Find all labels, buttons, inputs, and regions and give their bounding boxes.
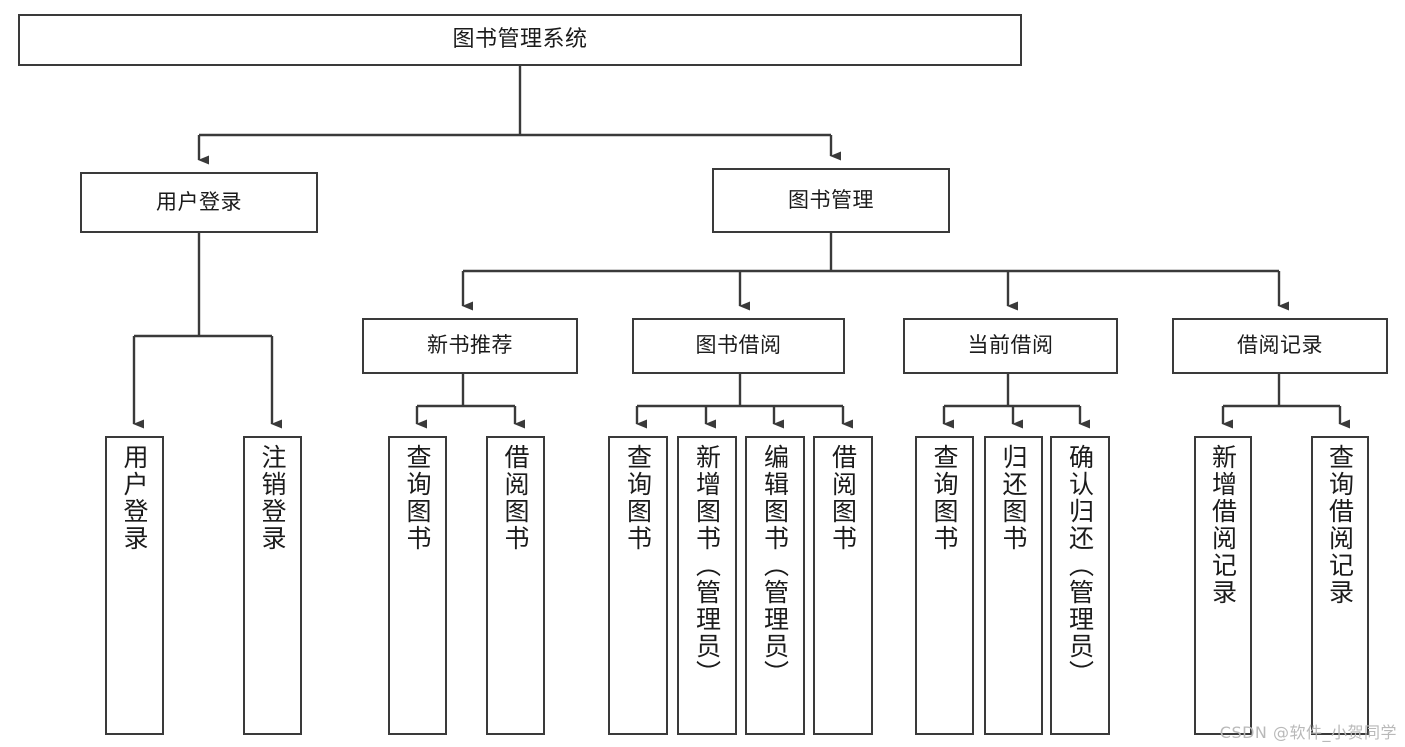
node-label: 借阅记录 — [1237, 333, 1323, 358]
edge-book-borrow-to-leaves — [635, 374, 853, 429]
leaf-query-borrow-record[interactable]: 查询借阅记录 — [1311, 436, 1369, 735]
node-label: 新增图书（管理员） — [692, 444, 722, 687]
leaf-edit-book-admin[interactable]: 编辑图书（管理员） — [745, 436, 805, 735]
edge-new-book-rec-to-leaves — [415, 374, 525, 429]
leaf-confirm-return-admin[interactable]: 确认归还（管理员） — [1050, 436, 1110, 735]
node-label: 图书管理系统 — [452, 26, 588, 52]
node-label: 新书推荐 — [427, 333, 513, 358]
node-label: 查询图书 — [403, 444, 432, 552]
node-user-login[interactable]: 用户登录 — [80, 172, 318, 233]
node-book-borrowing[interactable]: 图书借阅 — [632, 318, 845, 374]
leaf-add-borrow-record[interactable]: 新增借阅记录 — [1194, 436, 1252, 735]
node-root-system[interactable]: 图书管理系统 — [18, 14, 1022, 66]
node-borrowing-record[interactable]: 借阅记录 — [1172, 318, 1388, 374]
node-label: 查询借阅记录 — [1325, 444, 1355, 606]
node-book-management[interactable]: 图书管理 — [712, 168, 950, 233]
edge-user-login-to-leaves — [132, 233, 282, 429]
leaf-add-book-admin[interactable]: 新增图书（管理员） — [677, 436, 737, 735]
node-label: 图书借阅 — [695, 333, 782, 358]
node-label: 新增借阅记录 — [1208, 444, 1238, 606]
node-label: 当前借阅 — [967, 333, 1054, 358]
leaf-borrow-book-borrowing[interactable]: 借阅图书 — [813, 436, 873, 735]
node-label: 编辑图书（管理员） — [760, 444, 790, 687]
node-label: 注销登录 — [258, 444, 287, 552]
leaf-borrow-book-recommend[interactable]: 借阅图书 — [486, 436, 545, 735]
node-label: 借阅图书 — [501, 444, 530, 552]
leaf-user-login[interactable]: 用户登录 — [105, 436, 164, 735]
node-current-borrowing[interactable]: 当前借阅 — [903, 318, 1118, 374]
node-label: 查询图书 — [930, 444, 959, 552]
leaf-logout[interactable]: 注销登录 — [243, 436, 302, 735]
edge-current-borrow-to-leaves — [942, 374, 1090, 429]
node-label: 借阅图书 — [828, 444, 858, 552]
node-label: 用户登录 — [156, 189, 242, 214]
leaf-query-book-borrowing[interactable]: 查询图书 — [608, 436, 668, 735]
node-label: 图书管理 — [788, 187, 874, 212]
node-new-book-recommend[interactable]: 新书推荐 — [362, 318, 578, 374]
leaf-query-book-recommend[interactable]: 查询图书 — [388, 436, 447, 735]
edge-root-to-level2 — [197, 66, 841, 165]
node-label: 查询图书 — [623, 444, 653, 552]
node-label: 归还图书 — [999, 444, 1028, 552]
edge-book-manage-to-level3 — [461, 233, 1289, 311]
node-label: 用户登录 — [120, 444, 149, 552]
edge-borrow-record-to-leaves — [1221, 374, 1350, 429]
leaf-query-book-current[interactable]: 查询图书 — [915, 436, 974, 735]
csdn-watermark: CSDN @软件_小贺同学 — [1219, 723, 1397, 742]
node-label: 确认归还（管理员） — [1065, 444, 1095, 687]
leaf-return-book[interactable]: 归还图书 — [984, 436, 1043, 735]
